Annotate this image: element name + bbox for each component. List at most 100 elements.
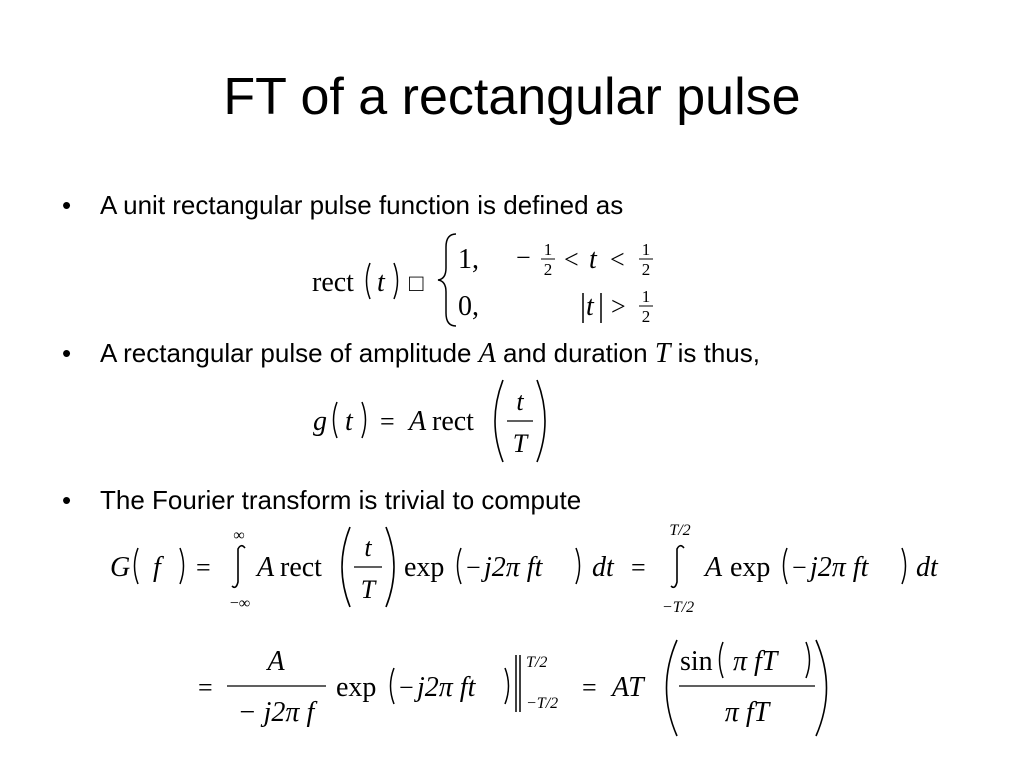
minus-sign: − — [792, 553, 807, 582]
exponent-argument: j2π ft — [807, 552, 870, 583]
slide-title: FT of a rectangular pulse — [223, 68, 801, 126]
bullet-item: • The Fourier transform is trivial to com… — [62, 483, 581, 517]
exp-function-name: exp — [404, 552, 444, 583]
less-than-sign: < — [610, 245, 625, 274]
equals-sign: = — [198, 673, 213, 702]
bullet-marker: • — [62, 338, 72, 368]
differential: dt — [592, 552, 615, 583]
integral-sign — [231, 544, 246, 589]
sin-argument: π fT — [733, 646, 780, 677]
paren-left — [389, 667, 395, 705]
paren-left — [718, 641, 724, 679]
paren-right — [901, 547, 907, 585]
minus-sign: − — [399, 673, 414, 702]
rect-argument: t — [377, 267, 386, 298]
case2-value: 0, — [458, 291, 479, 322]
exp-function-name: exp — [730, 552, 770, 583]
evaluation-lower-limit: −T/2 — [526, 695, 558, 712]
fourier-transform-line-2: = A − j2π f exp − j2π ft T/2 −T/2 = AT s… — [198, 639, 828, 737]
rect-function-name: rect — [280, 552, 322, 583]
equals-sign: = — [582, 673, 597, 702]
equals-sign: = — [196, 553, 211, 582]
bullet-item: • A rectangular pulse of amplitude A and … — [62, 336, 760, 371]
case2-variable: t — [586, 291, 595, 322]
amplitude-duration-product: AT — [610, 672, 646, 703]
pulse-argument: t — [345, 406, 354, 437]
minus-sign: − — [516, 243, 531, 272]
fraction-numerator: t — [364, 533, 372, 562]
pulse-function-name: g — [313, 406, 327, 437]
equals-sign: = — [631, 553, 646, 582]
bullet-text: and duration — [495, 338, 655, 368]
integral-upper-limit: T/2 — [669, 522, 690, 539]
fraction-denominator: T — [513, 429, 529, 458]
rect-function-name: rect — [432, 406, 474, 437]
paren-right — [504, 667, 510, 705]
less-than-sign: < — [564, 245, 579, 274]
half-numerator: 1 — [642, 287, 651, 306]
brace-left — [437, 233, 457, 327]
paren-right — [805, 641, 811, 679]
greater-than-sign: > — [611, 292, 626, 321]
rect-function-name: rect — [312, 267, 354, 298]
equals-sign: = — [380, 407, 395, 436]
paren-right — [393, 262, 399, 300]
bullet-text: A rectangular pulse of amplitude — [100, 338, 479, 368]
fourier-transform-line-1: G f = ∞ −∞ A rect t T exp − j2π ft dt = … — [110, 522, 939, 616]
pulse-equation: g t = A rect t T — [313, 379, 546, 463]
bullet-item: • A unit rectangular pulse function is de… — [62, 188, 623, 222]
half-denominator: 2 — [642, 260, 651, 279]
paren-left — [365, 262, 371, 300]
half-denominator: 2 — [642, 307, 651, 326]
fraction-denominator: π fT — [725, 697, 772, 728]
paren-left — [456, 547, 462, 585]
transform-argument: f — [153, 552, 164, 583]
bullet-marker: • — [62, 190, 72, 220]
paren-right — [575, 547, 581, 585]
bullet-text: A unit rectangular pulse function is def… — [100, 190, 624, 220]
case1-variable: t — [589, 244, 598, 275]
paren-left — [332, 401, 338, 439]
amplitude-variable: A — [478, 338, 496, 369]
pulse-amplitude: A — [407, 406, 427, 437]
paren-left-large — [494, 379, 504, 463]
half-numerator: 1 — [544, 240, 553, 259]
fraction-denominator: T — [361, 575, 377, 604]
integral-upper-limit: ∞ — [233, 527, 244, 544]
sin-function-name: sin — [680, 646, 713, 677]
integral-lower-limit: −T/2 — [662, 599, 694, 616]
amplitude: A — [703, 552, 723, 583]
paren-left-large — [341, 526, 351, 608]
exponent-argument: j2π ft — [414, 672, 477, 703]
bullet-marker: • — [62, 485, 72, 515]
differential: dt — [916, 552, 939, 583]
paren-right — [361, 401, 367, 439]
rect-definition-equation: rect t □ 1, − 1 2 < t < 1 2 0, t > 1 2 — [312, 233, 653, 327]
paren-left-large — [665, 639, 678, 737]
paren-right — [179, 547, 185, 585]
fraction-numerator: t — [516, 387, 524, 416]
exponent-argument: j2π ft — [481, 552, 544, 583]
fraction-numerator: A — [265, 646, 285, 677]
definition-symbol: □ — [409, 271, 424, 297]
bullet-text: The Fourier transform is trivial to comp… — [100, 485, 582, 515]
half-denominator: 2 — [544, 260, 553, 279]
minus-sign: − — [466, 553, 481, 582]
half-numerator: 1 — [642, 240, 651, 259]
exp-function-name: exp — [336, 672, 376, 703]
paren-right-large — [385, 526, 395, 608]
integral-sign — [670, 544, 685, 589]
paren-left — [782, 547, 788, 585]
bullet-text: is thus, — [670, 338, 760, 368]
amplitude: A — [255, 552, 275, 583]
case1-value: 1, — [458, 244, 479, 275]
paren-right-large — [536, 379, 546, 463]
duration-variable: T — [654, 338, 671, 369]
integral-lower-limit: −∞ — [230, 595, 250, 612]
paren-right-large — [815, 639, 828, 737]
transform-function-name: G — [110, 552, 130, 583]
evaluation-upper-limit: T/2 — [526, 654, 547, 671]
paren-left — [133, 547, 139, 585]
fraction-denominator: − j2π f — [238, 697, 318, 728]
